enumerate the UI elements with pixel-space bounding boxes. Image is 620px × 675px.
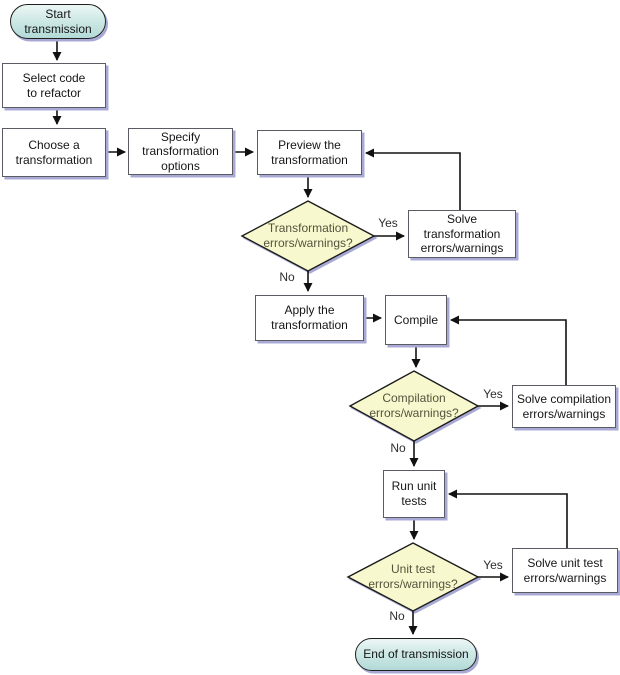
decision-transformation-text: Transformation errors/warnings? bbox=[263, 221, 353, 250]
edge-label-compilation-yes: Yes bbox=[483, 387, 503, 401]
node-specify-options: Specify transformation options bbox=[128, 128, 233, 175]
node-solve-unit-test-label: Solve unit test errors/warnings bbox=[523, 555, 607, 585]
node-preview: Preview the transformation bbox=[257, 130, 362, 175]
arrow-solve-compilation-to-compile bbox=[450, 315, 567, 385]
decision-compilation-text: Compilation errors/warnings? bbox=[369, 391, 459, 420]
edge-label-unit-test-yes: Yes bbox=[483, 558, 503, 572]
decision-transformation-label: Transformation errors/warnings? bbox=[248, 221, 368, 251]
node-run-unit-tests: Run unit tests bbox=[383, 470, 445, 518]
decision-unit-test-label: Unit test errors/warnings? bbox=[353, 562, 473, 592]
node-solve-transformation-label: Solve transformation errors/warnings bbox=[420, 212, 504, 256]
node-end: End of transmission bbox=[355, 638, 477, 671]
node-start: Start transmission bbox=[10, 4, 106, 39]
node-solve-compilation-label: Solve compilation errors/warnings bbox=[516, 391, 612, 421]
decision-unit-test-text: Unit test errors/warnings? bbox=[368, 562, 458, 591]
node-choose-transformation-label: Choose a transformation bbox=[15, 137, 93, 167]
node-solve-unit-test: Solve unit test errors/warnings bbox=[512, 548, 618, 593]
node-compile: Compile bbox=[385, 295, 447, 345]
node-solve-compilation: Solve compilation errors/warnings bbox=[512, 385, 616, 428]
edge-label-compilation-no: No bbox=[390, 441, 406, 455]
node-apply-label: Apply the transformation bbox=[271, 303, 348, 332]
node-select-code: Select code to refactor bbox=[2, 63, 106, 108]
node-specify-options-label: Specify transformation options bbox=[142, 129, 219, 173]
node-compile-label: Compile bbox=[393, 312, 438, 327]
node-choose-transformation: Choose a transformation bbox=[2, 128, 106, 177]
node-end-label: End of transmission bbox=[363, 647, 469, 662]
node-run-unit-tests-label: Run unit tests bbox=[391, 479, 437, 508]
node-apply: Apply the transformation bbox=[255, 295, 364, 341]
node-select-code-label: Select code to refactor bbox=[22, 70, 86, 100]
node-start-label: Start transmission bbox=[24, 6, 92, 36]
decision-compilation-label: Compilation errors/warnings? bbox=[354, 391, 474, 421]
edge-label-unit-test-no: No bbox=[389, 609, 405, 623]
edge-label-transformation-no: No bbox=[279, 270, 295, 284]
node-preview-label: Preview the transformation bbox=[271, 137, 348, 167]
node-solve-transformation: Solve transformation errors/warnings bbox=[408, 210, 516, 258]
arrow-solve-unit-test-to-run bbox=[448, 489, 568, 548]
edge-label-transformation-yes: Yes bbox=[378, 216, 398, 230]
arrow-solve-transformation-to-preview bbox=[365, 148, 461, 210]
